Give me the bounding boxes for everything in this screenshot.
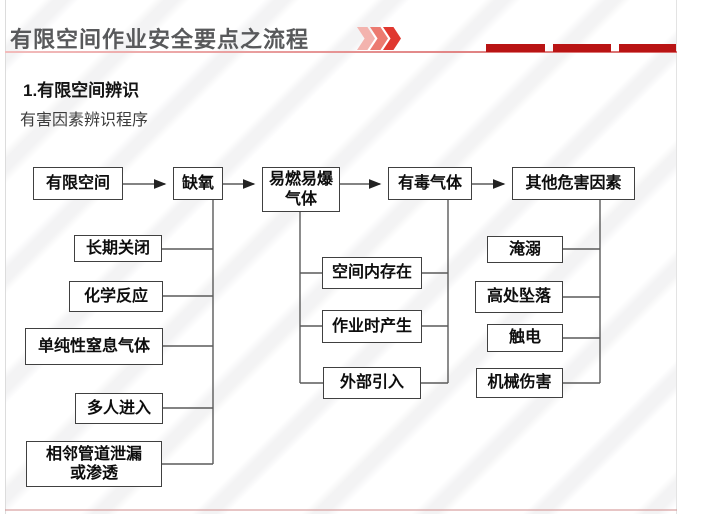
decorative-red-dash (619, 44, 676, 52)
node-flammable-explosive-gas: 易燃易爆 气体 (262, 167, 340, 212)
section-heading: 1.有限空间辨识 (23, 81, 140, 100)
decorative-red-dash (553, 44, 611, 52)
chevron-right-icon (383, 27, 401, 50)
hazard-electric-shock: 触电 (487, 324, 563, 352)
source-external-introduction: 外部引入 (323, 367, 421, 399)
decorative-red-dash (486, 44, 545, 52)
node-other-hazards: 其他危害因素 (512, 167, 635, 200)
title-underline (5, 51, 677, 53)
node-oxygen-deficiency: 缺氧 (173, 167, 223, 200)
hazard-mechanical-injury: 机械伤害 (476, 368, 563, 398)
hazard-fall-from-height: 高处坠落 (475, 281, 563, 313)
page-title: 有限空间作业安全要点之流程 (10, 27, 310, 52)
cause-simple-asphyxiant-gas: 单纯性窒息气体 (25, 328, 163, 365)
cause-chemical-reaction: 化学反应 (69, 281, 163, 312)
triple-chevron-right-icon (357, 27, 401, 50)
cause-multiple-entrants: 多人进入 (75, 393, 163, 424)
hazard-drowning: 淹溺 (487, 236, 563, 263)
subtitle: 有害因素辨识程序 (20, 112, 149, 129)
source-existing-in-space: 空间内存在 (322, 257, 422, 289)
chevron-right-icon (357, 27, 375, 50)
bottom-divider (5, 509, 677, 511)
chevron-right-icon (370, 27, 388, 50)
source-generated-during-work: 作业时产生 (322, 310, 422, 343)
cause-adjacent-pipeline-leak: 相邻管道泄漏 或渗透 (26, 441, 162, 487)
cause-long-term-closure: 长期关闭 (74, 235, 162, 262)
node-toxic-gas: 有毒气体 (388, 167, 472, 200)
node-confined-space: 有限空间 (33, 167, 123, 200)
